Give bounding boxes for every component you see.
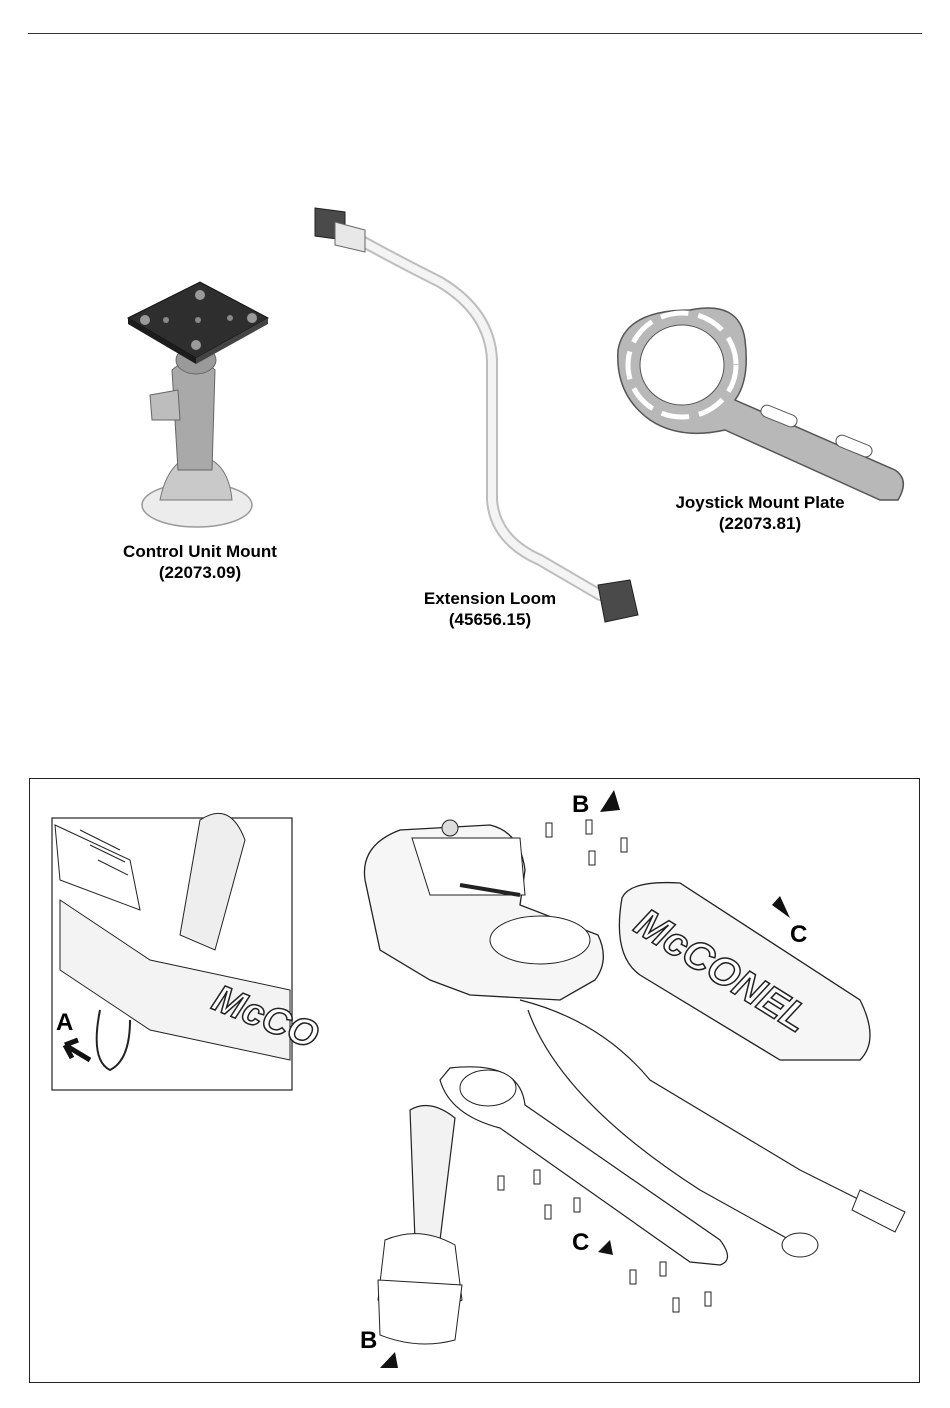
joystick-mount-plate-part-no: (22073.81): [650, 513, 870, 534]
joystick-mount-plate-image: [618, 308, 904, 500]
joystick-mount-plate-name: Joystick Mount Plate: [650, 492, 870, 513]
extension-loom-image: [315, 208, 638, 622]
control-unit-mount-name: Control Unit Mount: [100, 541, 300, 562]
joystick-mount-plate-caption: Joystick Mount Plate (22073.81): [650, 492, 870, 534]
control-unit-mount-image: [128, 282, 268, 527]
extension-loom-caption: Extension Loom (45656.15): [400, 588, 580, 630]
control-unit-mount-part-no: (22073.09): [100, 562, 300, 583]
assembly-frame: [29, 778, 920, 1383]
control-unit-mount-caption: Control Unit Mount (22073.09): [100, 541, 300, 583]
extension-loom-name: Extension Loom: [400, 588, 580, 609]
extension-loom-part-no: (45656.15): [400, 609, 580, 630]
